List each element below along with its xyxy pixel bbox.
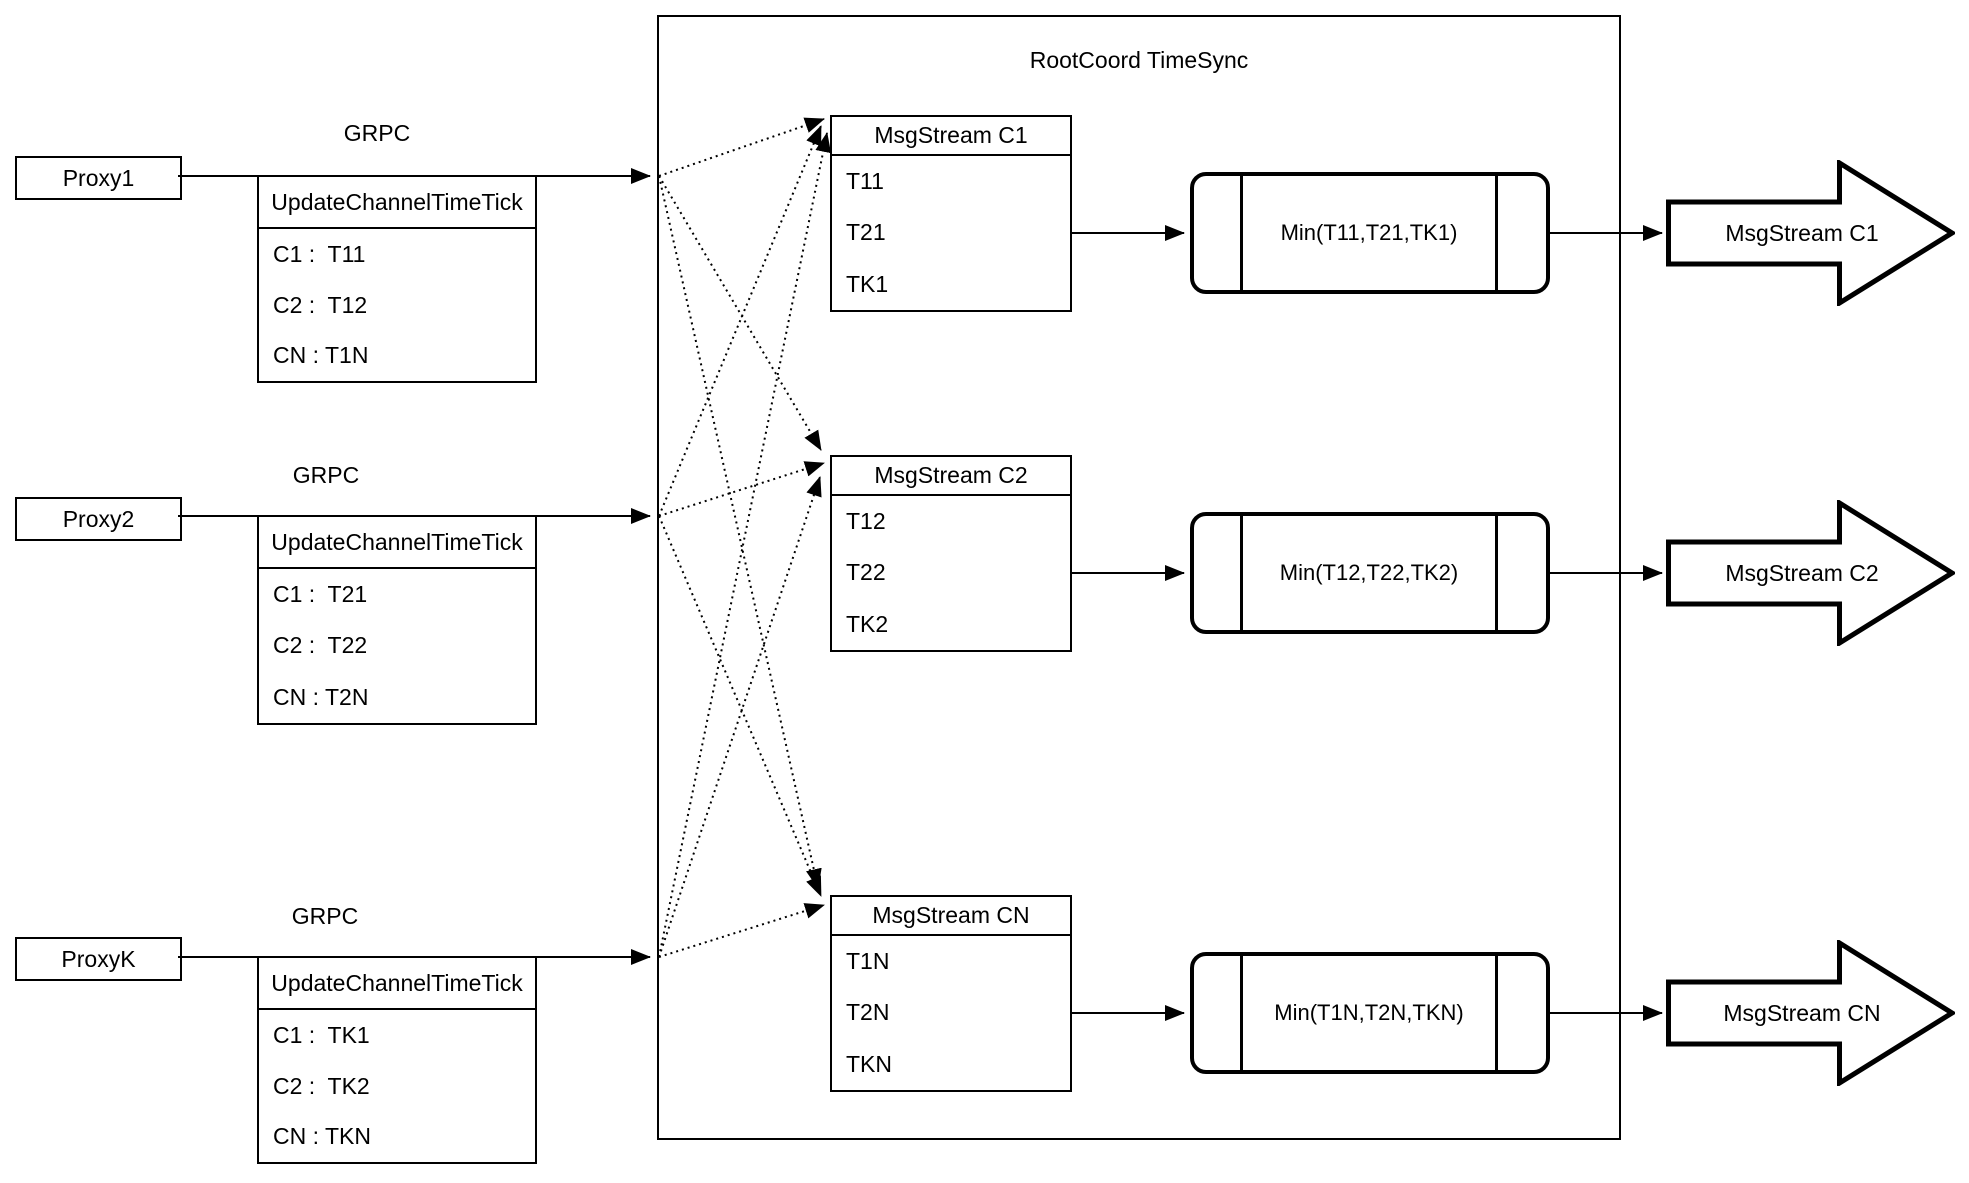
table-row: T12 (846, 508, 886, 535)
table-row: CN : TKN (273, 1123, 371, 1150)
table-row: C1 : T11 (273, 240, 366, 267)
table-row: T22 (846, 559, 886, 586)
msgstream-cn-header: MsgStream CN (832, 897, 1070, 936)
msgstream-c2-header: MsgStream C2 (832, 457, 1070, 496)
min-box-left-divider (1240, 956, 1243, 1070)
proxy1-label: Proxy1 (62, 164, 135, 191)
output-arrow-cn: MsgStream CN (1666, 938, 1957, 1091)
table-row: T21 (846, 219, 886, 246)
proxy1-table-header: UpdateChannelTimeTick (259, 177, 535, 229)
grpc-label-2: GRPC (292, 461, 360, 488)
msgstream-c1-table: MsgStream C1 T11 T21 TK1 (830, 115, 1072, 312)
min-box-left-divider (1240, 516, 1243, 630)
min-box-c1: Min(T11,T21,TK1) (1190, 172, 1550, 294)
table-row: T1N (846, 948, 890, 975)
table-row: C2 : T22 (273, 632, 368, 659)
proxy1-box: Proxy1 (15, 156, 182, 200)
min-box-c2: Min(T12,T22,TK2) (1190, 512, 1550, 634)
table-row: C1 : TK1 (273, 1021, 370, 1048)
msgstream-c1-header: MsgStream C1 (832, 117, 1070, 156)
min-box-cn: Min(T1N,T2N,TKN) (1190, 952, 1550, 1074)
output-arrow-c1-label: MsgStream C1 (1725, 219, 1879, 246)
rootcoord-container: RootCoord TimeSync (657, 15, 1621, 1140)
table-row: T11 (846, 168, 884, 195)
block-arrow-shape (1666, 938, 1957, 1088)
min-box-right-divider (1495, 516, 1498, 630)
output-arrow-c2: MsgStream C2 (1666, 498, 1957, 651)
table-row: TKN (846, 1050, 892, 1077)
table-row: CN : T2N (273, 683, 369, 710)
output-arrow-c2-label: MsgStream C2 (1725, 559, 1879, 586)
proxyk-label: ProxyK (61, 945, 136, 972)
msgstream-cn-table: MsgStream CN T1N T2N TKN (830, 895, 1072, 1092)
msgstream-c2-table: MsgStream C2 T12 T22 TK2 (830, 455, 1072, 652)
rootcoord-title: RootCoord TimeSync (1029, 47, 1249, 73)
proxy2-box: Proxy2 (15, 497, 182, 541)
grpc-label-3: GRPC (291, 902, 359, 929)
proxyk-box: ProxyK (15, 937, 182, 981)
block-arrow-shape (1666, 158, 1957, 308)
table-row: TK2 (846, 610, 889, 637)
min-c1-label: Min(T11,T21,TK1) (1280, 220, 1458, 245)
table-row: CN : T1N (273, 342, 369, 369)
proxyk-timetick-table: UpdateChannelTimeTick C1 : TK1 C2 : TK2 … (257, 956, 537, 1164)
table-row: C2 : TK2 (273, 1072, 370, 1099)
table-row: C1 : T21 (273, 581, 368, 608)
output-arrow-c1: MsgStream C1 (1666, 158, 1957, 311)
proxy2-table-header: UpdateChannelTimeTick (259, 517, 535, 569)
min-c2-label: Min(T12,T22,TK2) (1279, 560, 1459, 585)
table-row: C2 : T12 (273, 291, 368, 318)
proxy2-label: Proxy2 (62, 505, 135, 532)
proxy2-timetick-table: UpdateChannelTimeTick C1 : T21 C2 : T22 … (257, 515, 537, 725)
table-row: TK1 (846, 270, 889, 297)
min-box-left-divider (1240, 176, 1243, 290)
min-cn-label: Min(T1N,T2N,TKN) (1274, 1000, 1464, 1025)
table-row: T2N (846, 999, 890, 1026)
output-arrow-cn-label: MsgStream CN (1723, 999, 1881, 1026)
block-arrow-shape (1666, 498, 1957, 648)
min-box-right-divider (1495, 176, 1498, 290)
proxyk-table-header: UpdateChannelTimeTick (259, 958, 535, 1010)
grpc-label-1: GRPC (343, 119, 411, 146)
min-box-right-divider (1495, 956, 1498, 1070)
proxy1-timetick-table: UpdateChannelTimeTick C1 : T11 C2 : T12 … (257, 175, 537, 383)
